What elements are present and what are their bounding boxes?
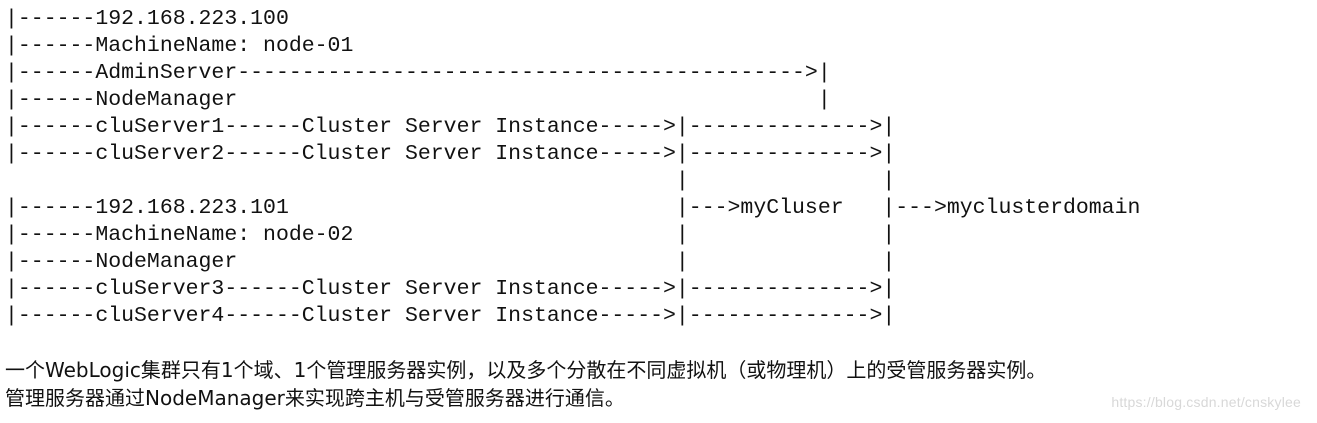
- diagram-line-connector: | |: [5, 169, 896, 193]
- diagram-line-cluserver4: |------cluServer4------Cluster Server In…: [5, 304, 896, 328]
- source-watermark: https://blog.csdn.net/cnskylee: [1111, 394, 1301, 410]
- ascii-topology-diagram: |------192.168.223.100 |------MachineName…: [5, 6, 1140, 330]
- diagram-line-host2-ip-cluster-domain: |------192.168.223.101 |--->myCluser |--…: [5, 196, 1141, 220]
- diagram-line-host2-nodemanager: |------NodeManager | |: [5, 250, 896, 274]
- diagram-line-host1-ip: |------192.168.223.100: [5, 7, 289, 31]
- diagram-line-admin-server: |------AdminServer----------------------…: [5, 61, 831, 85]
- diagram-line-cluserver1: |------cluServer1------Cluster Server In…: [5, 115, 896, 139]
- diagram-line-cluserver3: |------cluServer3------Cluster Server In…: [5, 277, 896, 301]
- description-line-1: 一个WebLogic集群只有1个域、1个管理服务器实例，以及多个分散在不同虚拟机…: [5, 358, 1047, 382]
- description-paragraph: 一个WebLogic集群只有1个域、1个管理服务器实例，以及多个分散在不同虚拟机…: [5, 356, 1315, 412]
- diagram-line-host1-machine: |------MachineName: node-01: [5, 34, 354, 58]
- diagram-line-host2-machine: |------MachineName: node-02 | |: [5, 223, 896, 247]
- description-line-2: 管理服务器通过NodeManager来实现跨主机与受管服务器进行通信。: [5, 386, 625, 410]
- diagram-line-host1-nodemanager: |------NodeManager |: [5, 88, 831, 112]
- diagram-line-cluserver2: |------cluServer2------Cluster Server In…: [5, 142, 896, 166]
